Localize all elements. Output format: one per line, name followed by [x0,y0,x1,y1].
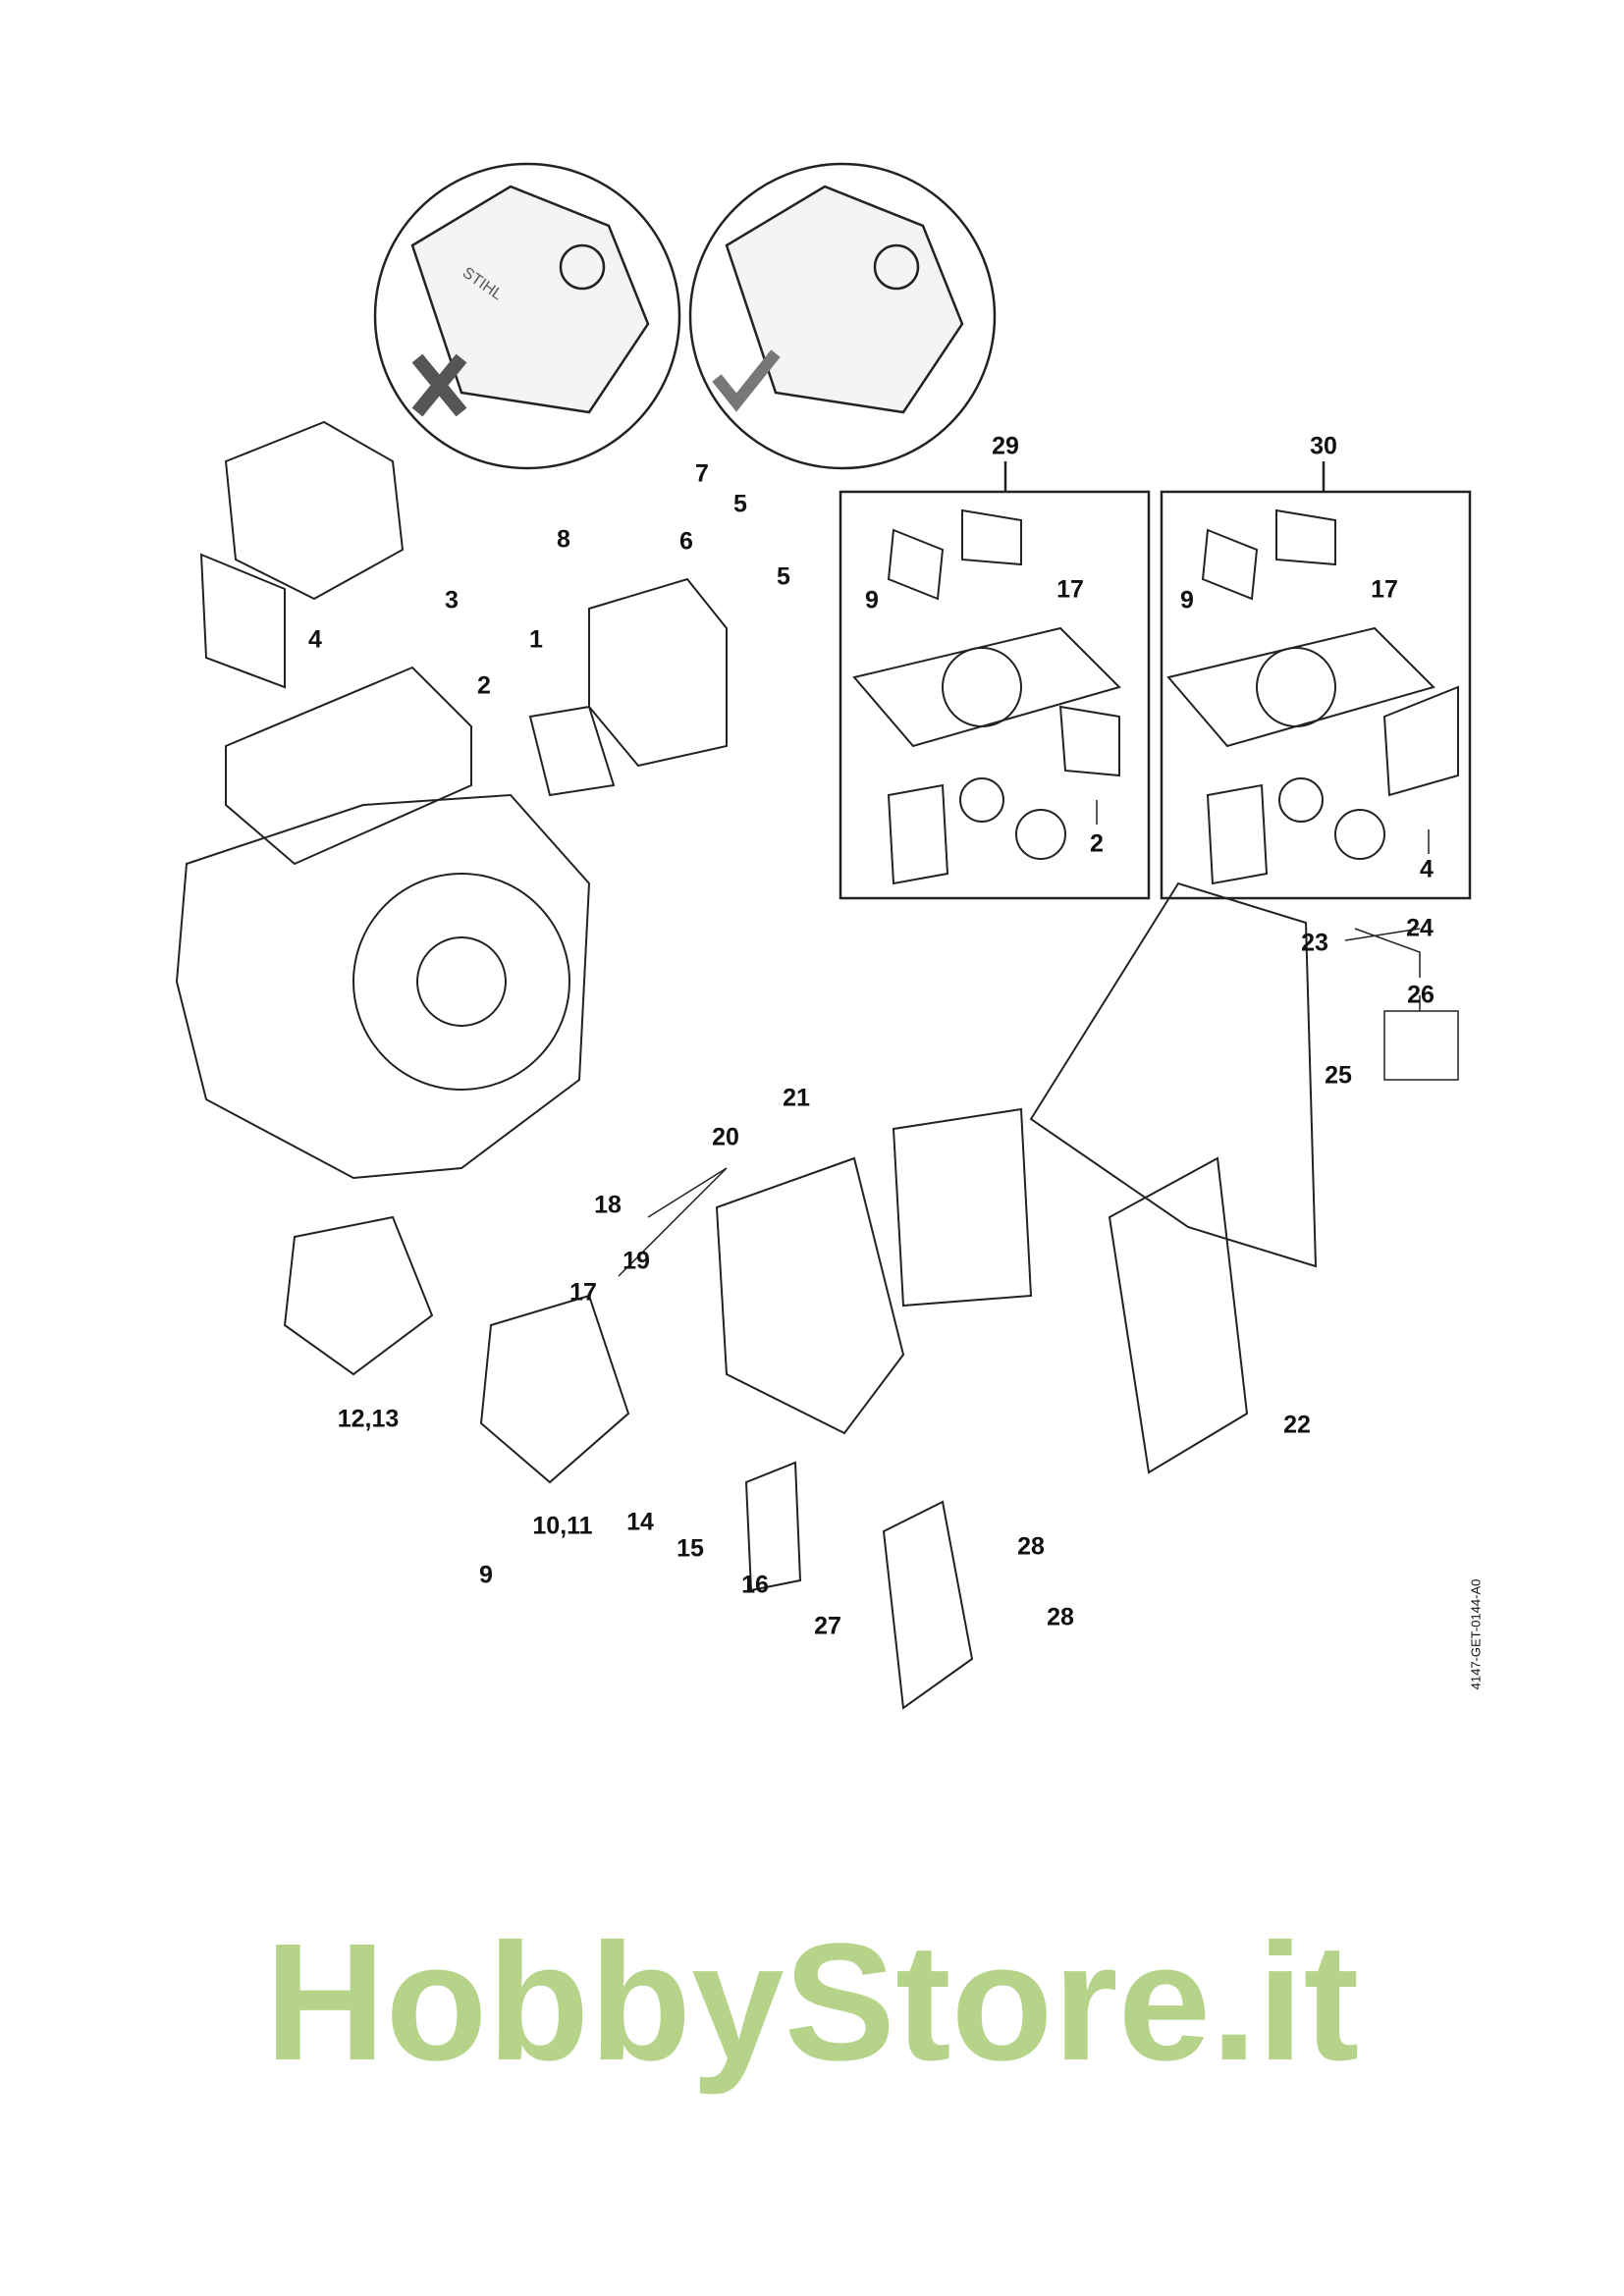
part-27-handle [882,1500,974,1710]
part-label-17: 17 [1371,575,1398,604]
cross-icon [411,353,467,417]
part-label-22: 22 [1283,1411,1311,1439]
part-label-12-13: 12,13 [337,1405,400,1433]
part-label-9: 9 [1180,586,1194,614]
part-20-base [715,1156,905,1435]
part-label-29: 29 [992,432,1019,460]
kit-29-gaskets [852,508,1121,885]
part-label-17: 17 [569,1278,597,1307]
leader-lines [618,800,1430,1277]
check-icon [712,349,781,412]
part-label-2: 2 [1090,829,1104,858]
part-label-21: 21 [783,1084,810,1112]
part-label-15: 15 [677,1534,704,1563]
part-label-28: 28 [1017,1532,1045,1561]
part-23-shroud [1029,881,1318,1268]
part-label-5: 5 [733,490,747,518]
part-label-9: 9 [865,586,879,614]
part-label-2: 2 [477,671,491,700]
inset-correct-filter [688,162,997,470]
part-label-25: 25 [1325,1061,1352,1090]
part-label-1: 1 [529,625,543,654]
part-label-14: 14 [626,1508,654,1536]
part-2-gasket [528,705,616,797]
kit-30-box [1160,490,1472,900]
engine-block [175,666,591,1180]
part-15-sleeve [744,1461,802,1592]
part-22-filter-frame [1108,1156,1249,1474]
part-label-24: 24 [1406,914,1434,942]
part-label-6: 6 [679,527,693,556]
part-label-28: 28 [1047,1603,1074,1631]
part-21-filter [892,1107,1033,1308]
kit-29-box [839,490,1151,900]
part-label-9: 9 [479,1561,493,1589]
kit-30-gaskets [1166,508,1459,885]
part-3-manifold [224,420,405,601]
part-label-26: 26 [1407,981,1435,1009]
part-label-5: 5 [777,562,790,591]
part-label-16: 16 [741,1571,769,1599]
part-label-19: 19 [623,1247,650,1275]
part-label-4: 4 [1420,855,1434,883]
part-label-3: 3 [445,586,459,614]
part-26-label [1383,1010,1459,1081]
part-label-23: 23 [1301,929,1328,957]
part-1-cover [588,577,728,768]
part-4-gasket [199,553,286,689]
part-label-17: 17 [1056,575,1084,604]
part-label-20: 20 [712,1123,739,1151]
part-12-13-carburetor [283,1215,434,1376]
part-label-7: 7 [695,459,709,488]
part-label-30: 30 [1310,432,1337,460]
part-label-18: 18 [594,1191,622,1219]
part-label-10-11: 10,11 [532,1512,593,1540]
part-label-27: 27 [814,1612,841,1640]
inset-wrong-filter: STIHL [373,162,681,470]
part-label-4: 4 [308,625,322,654]
part-label-8: 8 [557,525,570,554]
diagram-code: 4147-GET-0144-A0 [1468,1578,1484,1690]
part-10-11-carburetor [479,1294,630,1484]
